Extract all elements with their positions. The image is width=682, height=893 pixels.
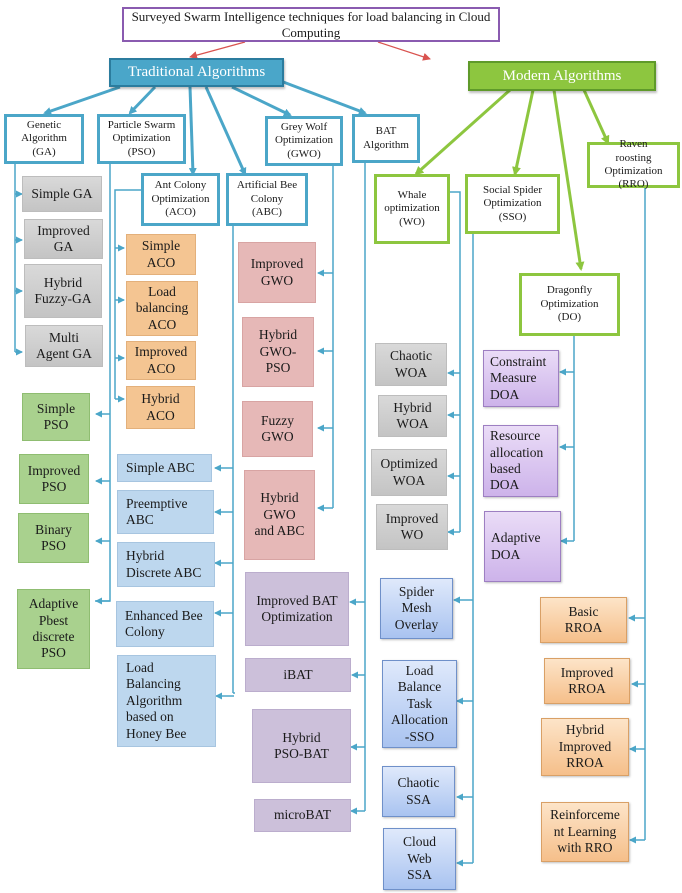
technique-simple-abc: Simple ABC [117,454,212,482]
connector-arrow [552,89,585,271]
technique-load-balance-task-allocation-sso: Load Balance Task Allocation -SSO [382,660,457,748]
technique-hybrid-pso-bat: Hybrid PSO-BAT [252,709,351,783]
technique-basic-rroa: Basic RROA [540,597,627,643]
connector-line [114,189,141,399]
connector-arrow [231,85,292,117]
connector-arrow [414,88,511,176]
technique-preemptive-abc: Preemptive ABC [117,490,214,534]
connector-arrow [204,86,247,176]
technique-binary-pso: Binary PSO [18,513,89,563]
family-bat-algorithm: BAT Algorithm [352,114,420,163]
category-traditional-algorithms: Traditional Algorithms [109,58,284,87]
connector-arrow [277,78,367,115]
technique-hybrid-aco: Hybrid ACO [126,386,195,429]
technique-resource-allocation-doa: Resource allocation based DOA [483,425,558,497]
traditional-arrows [43,78,367,176]
family-social-spider: Social Spider Optimization (SSO) [465,174,560,234]
branch-connectors [14,150,646,867]
title-arrows [189,41,431,61]
technique-chaotic-woa: Chaotic WOA [375,343,447,386]
arrow-title-to-modern [377,41,431,61]
technique-improved-ga: Improved GA [24,219,103,259]
technique-hybrid-woa: Hybrid WOA [378,395,447,437]
technique-improved-gwo: Improved GWO [238,242,316,303]
technique-improved-rroa: Improved RROA [544,658,630,704]
technique-simple-ga: Simple GA [22,176,102,212]
technique-fuzzy-gwo: Fuzzy GWO [242,401,313,457]
family-dragonfly: Dragonfly Optimization (DO) [519,273,620,336]
technique-cloud-web-ssa: Cloud Web SSA [383,828,456,890]
technique-hybrid-gwo-abc: Hybrid GWO and ABC [244,470,315,560]
family-grey-wolf: Grey Wolf Optimization (GWO) [265,116,343,166]
technique-simple-pso: Simple PSO [22,393,90,441]
connector-arrow [128,85,157,115]
technique-adaptive-doa: Adaptive DOA [484,511,561,582]
technique-improved-bat: Improved BAT Optimization [245,572,349,646]
technique-ibat: iBAT [245,658,351,692]
technique-microbat: microBAT [254,799,351,832]
arrow-title-to-traditional [189,41,246,60]
family-artificial-bee-colony: Artificial Bee Colony (ABC) [226,173,308,226]
category-modern-algorithms: Modern Algorithms [468,61,656,91]
connector-arrow [43,85,121,115]
technique-hybrid-improved-rroa: Hybrid Improved RROA [541,718,629,776]
technique-reinforcement-learning-rro: Reinforceme nt Learning with RRO [541,802,629,862]
technique-improved-wo: Improved WO [376,504,448,550]
technique-hybrid-discrete-abc: Hybrid Discrete ABC [117,542,215,587]
family-ant-colony: Ant Colony Optimization (ACO) [141,173,220,226]
technique-enhanced-bee-colony: Enhanced Bee Colony [116,601,214,647]
technique-adaptive-pbest-discrete-pso: Adaptive Pbest discrete PSO [17,589,90,669]
diagram-title: Surveyed Swarm Intelligence techniques f… [122,7,500,42]
technique-multi-agent-ga: Multi Agent GA [25,325,103,367]
modern-arrows [414,88,610,271]
family-particle-swarm: Particle Swarm Optimization (PSO) [97,114,186,164]
family-raven-roosting: Raven roosting Optimization (RRO) [587,138,680,190]
technique-constraint-measure-doa: Constraint Measure DOA [483,350,559,407]
family-genetic-algorithm: Genetic Algorithm (GA) [4,114,84,164]
technique-load-balancing-honey-bee: Load Balancing Algorithm based on Honey … [117,655,216,747]
technique-hybrid-gwo-pso: Hybrid GWO- PSO [242,317,314,387]
technique-simple-aco: Simple ACO [126,234,196,275]
connector-arrow [582,89,610,145]
connector-arrow [512,89,535,176]
technique-improved-aco: Improved ACO [126,341,196,380]
technique-optimized-woa: Optimized WOA [371,449,447,496]
technique-spider-mesh-overlay: Spider Mesh Overlay [380,578,453,639]
technique-improved-pso: Improved PSO [19,454,89,504]
connector-line [450,191,461,532]
technique-chaotic-ssa: Chaotic SSA [382,766,455,817]
connector-arrow [188,86,197,176]
technique-hybrid-fuzzy-ga: Hybrid Fuzzy-GA [24,264,102,318]
technique-load-balancing-aco: Load balancing ACO [126,281,198,336]
family-whale-optimization: Whale optimization (WO) [374,174,450,244]
